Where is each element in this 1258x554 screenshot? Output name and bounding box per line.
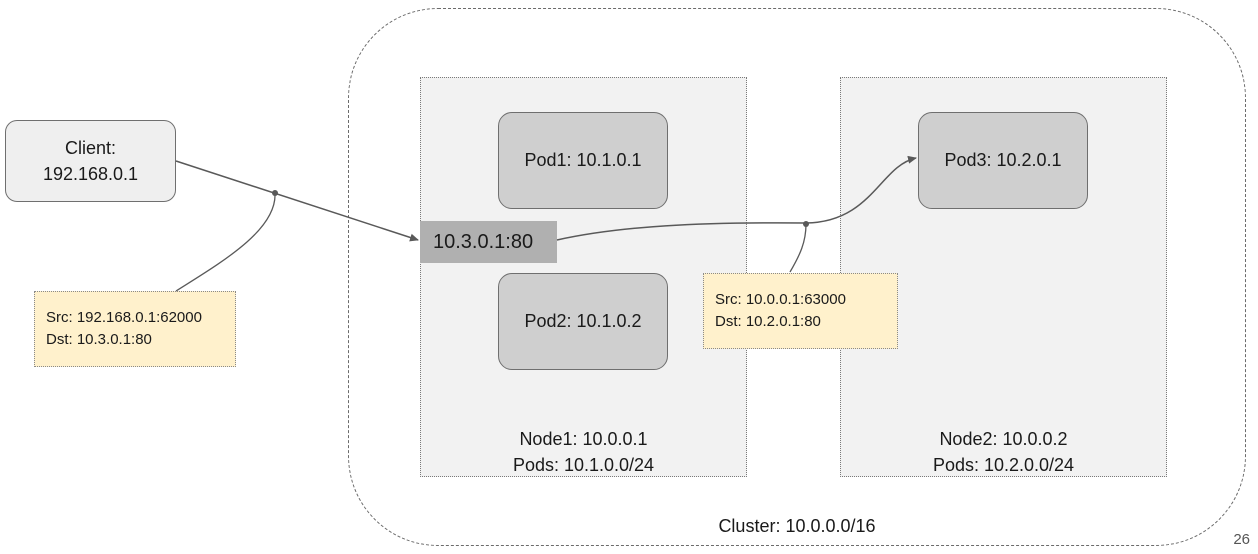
client-packet-dst: Dst: 10.3.0.1:80 [46,331,152,348]
node1-pod-cidr: Pods: 10.1.0.0/24 [512,455,655,475]
node-note-callout [789,223,807,273]
client-to-service-arrow [175,160,419,242]
pod2-label: Pod2: 10.1.0.2 [524,311,642,331]
pod3-box: Pod3: 10.2.0.1 [918,112,1088,209]
node-callout-dot [803,221,809,227]
node2-address: Node2: 10.0.0.2 [939,429,1068,449]
node-packet-src: Src: 10.0.0.1:63000 [715,291,846,308]
node-packet-dst: Dst: 10.2.0.1:80 [715,313,821,330]
pod1-box: Pod1: 10.1.0.1 [498,112,668,209]
client-title: Client: [64,138,117,158]
service-ip-box: 10.3.0.1:80 [420,221,557,263]
client-note-callout [175,192,276,292]
page-number: 26 [1233,531,1250,548]
pod3-label: Pod3: 10.2.0.1 [944,150,1062,170]
node1-label: Node1: 10.0.0.1 Pods: 10.1.0.0/24 [421,426,746,478]
client-packet-note: Src: 192.168.0.1:62000 Dst: 10.3.0.1:80 [34,291,236,367]
cluster-boundary [348,8,1246,546]
service-to-pod3-arrow [556,155,917,241]
client-packet-src: Src: 192.168.0.1:62000 [46,309,202,326]
node2-label: Node2: 10.0.0.2 Pods: 10.2.0.0/24 [841,426,1166,478]
node1-address: Node1: 10.0.0.1 [519,429,648,449]
node-packet-note: Src: 10.0.0.1:63000 Dst: 10.2.0.1:80 [703,273,898,349]
client-callout-dot [272,190,278,196]
client-box: Client: 192.168.0.1 [5,120,176,202]
client-ip: 192.168.0.1 [42,164,139,184]
service-ip-label: 10.3.0.1:80 [433,230,534,253]
pod1-label: Pod1: 10.1.0.1 [524,150,642,170]
node2-pod-cidr: Pods: 10.2.0.0/24 [932,455,1075,475]
cluster-label: Cluster: 10.0.0.0/16 [718,516,876,536]
pod2-box: Pod2: 10.1.0.2 [498,273,668,370]
